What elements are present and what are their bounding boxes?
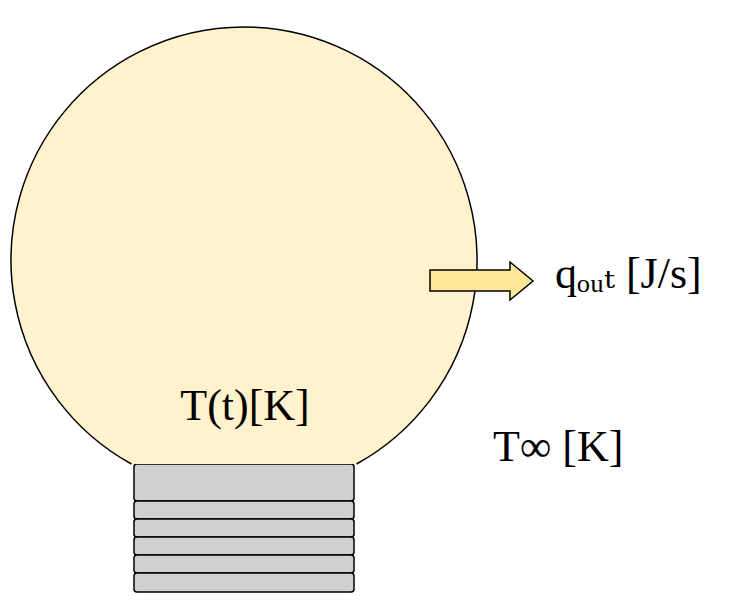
base-band bbox=[134, 464, 354, 501]
ambient-temperature-label: T∞ [K] bbox=[493, 423, 623, 471]
base-band bbox=[134, 537, 354, 555]
base-band bbox=[134, 501, 354, 519]
heat-flow-arrow bbox=[430, 262, 533, 300]
base-band bbox=[134, 519, 354, 537]
bulb-fill bbox=[11, 27, 477, 464]
light-bulb: T(t)[K] bbox=[11, 27, 477, 493]
heat-rate-label: qₒᵤₜ [J/s] bbox=[555, 250, 702, 298]
temperature-label: T(t)[K] bbox=[180, 382, 310, 430]
base-band bbox=[134, 573, 354, 592]
base-band bbox=[134, 555, 354, 573]
bulb-outline bbox=[11, 27, 477, 464]
